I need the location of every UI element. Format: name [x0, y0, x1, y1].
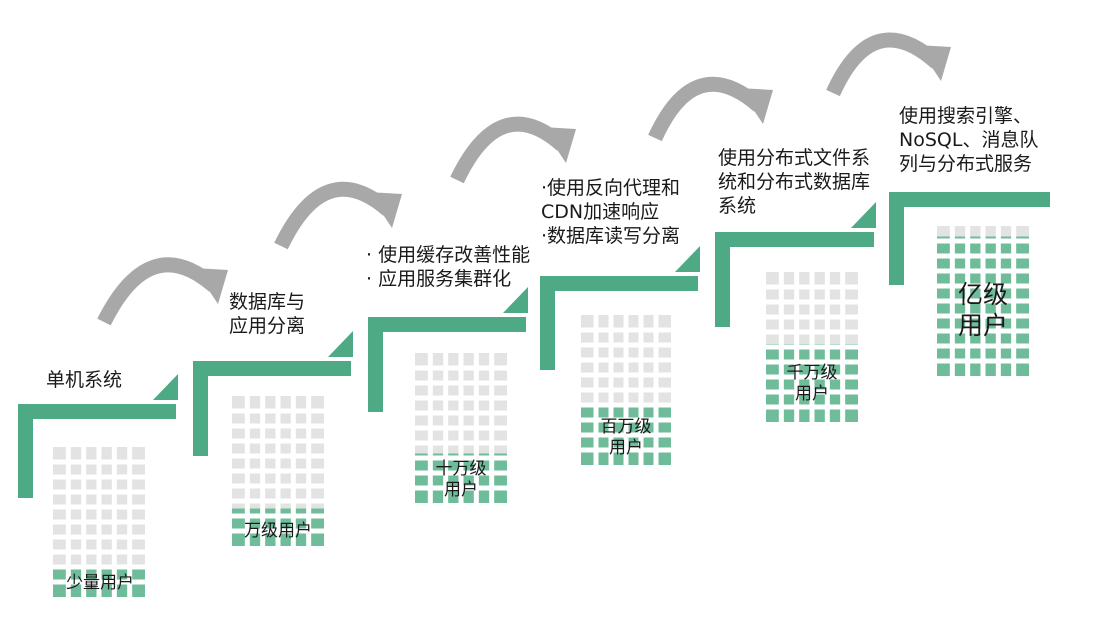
- line: 单机系统: [46, 369, 123, 391]
- line: 万级用户: [244, 521, 312, 541]
- stage-5-user-scale: 千万级用户: [766, 346, 858, 422]
- stair-5-triangle: [851, 202, 876, 228]
- line: 亿级: [957, 280, 1008, 309]
- stair-3-riser: [368, 317, 383, 412]
- line: CDN加速响应: [541, 201, 660, 223]
- stair-2-riser: [193, 361, 208, 456]
- stage-5-description: 使用分布式文件系统和分布式数据库系统: [718, 146, 870, 218]
- stair-2-triangle: [328, 331, 353, 357]
- stage-6-user-scale: 亿级用户: [937, 270, 1029, 350]
- stair-4-triangle: [675, 246, 700, 272]
- curved-arrow-2-head: [368, 192, 402, 228]
- line: 统和分布式数据库: [718, 171, 871, 193]
- curved-arrow-1: [97, 257, 219, 326]
- curved-arrow-1-head: [194, 268, 228, 304]
- stage-3-description: · 使用缓存改善性能· 应用服务集群化: [366, 243, 530, 291]
- stage-1-user-scale: 少量用户: [55, 569, 145, 597]
- stage-1-description: 单机系统: [46, 368, 122, 392]
- curved-arrow-4-head: [739, 88, 773, 124]
- stair-2-tread: [193, 361, 351, 376]
- line: 百万级: [600, 417, 652, 437]
- line: NoSQL、消息队: [899, 129, 1039, 151]
- line: 用户: [957, 311, 1008, 340]
- stair-3-tread: [368, 317, 526, 332]
- stair-5-riser: [715, 232, 730, 327]
- stair-1-tread: [18, 404, 176, 419]
- line: 列与分布式服务: [899, 153, 1033, 175]
- stair-1-riser: [18, 404, 33, 498]
- line: 应用分离: [229, 315, 306, 337]
- line: ·使用反向代理和: [541, 177, 681, 199]
- stair-6-tread: [889, 192, 1050, 207]
- stair-4-riser: [540, 276, 555, 370]
- stair-4-tread: [540, 276, 698, 291]
- stage-3-user-scale: 十万级用户: [415, 456, 507, 504]
- line: 用户: [444, 480, 478, 500]
- stage-2-user-scale: 万级用户: [232, 516, 324, 547]
- line: 用户: [609, 438, 643, 458]
- line: ·数据库读写分离: [541, 225, 681, 247]
- line: 使用分布式文件系: [718, 147, 871, 169]
- stage-2-description: 数据库与应用分离: [229, 290, 305, 338]
- stair-5-tread: [715, 232, 874, 247]
- curved-arrow-3-head: [542, 127, 576, 163]
- stage-4-user-scale: 百万级用户: [581, 410, 671, 466]
- line: 系统: [718, 195, 757, 217]
- line: 十万级: [435, 459, 487, 479]
- stage-4-description: ·使用反向代理和 CDN加速响应·数据库读写分离: [541, 176, 680, 248]
- line: 数据库与: [229, 291, 306, 313]
- line: 少量用户: [66, 572, 134, 593]
- line: 使用搜索引擎、: [899, 105, 1033, 127]
- stair-1-triangle: [153, 374, 178, 400]
- curved-arrow-5-head: [917, 45, 951, 81]
- line: · 使用缓存改善性能: [366, 244, 531, 266]
- stage-6-description: 使用搜索引擎、NoSQL、消息队列与分布式服务: [899, 104, 1038, 176]
- stair-6-riser: [889, 192, 904, 285]
- line: 千万级: [786, 363, 838, 383]
- line: · 应用服务集群化: [366, 268, 512, 290]
- stair-3-triangle: [503, 287, 528, 313]
- line: 用户: [795, 384, 829, 404]
